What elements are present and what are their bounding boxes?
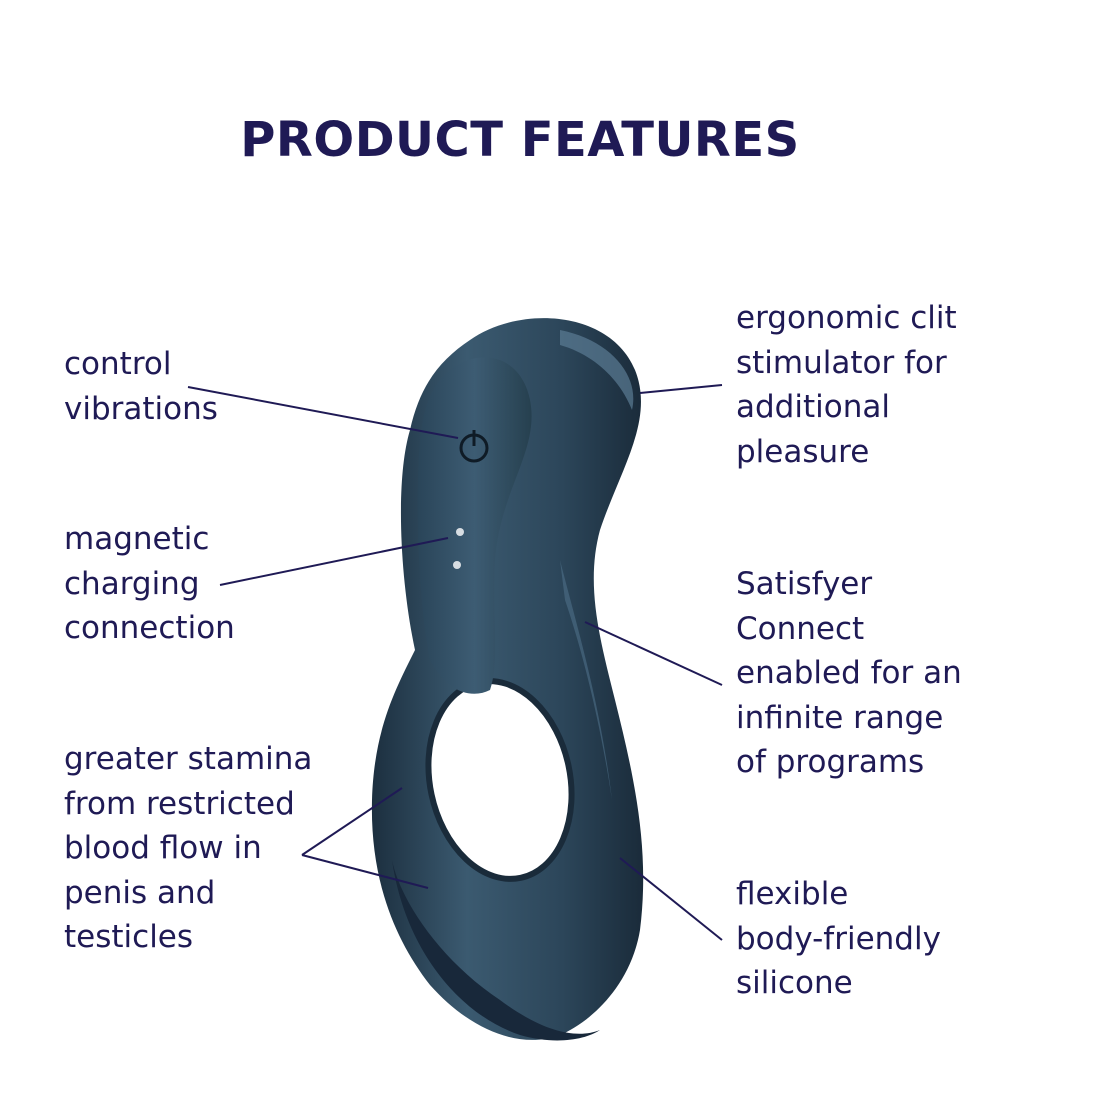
charging-pins-icon bbox=[453, 528, 464, 569]
feature-line: pleasure bbox=[736, 433, 870, 470]
leader-line-connect bbox=[584, 621, 723, 686]
feature-line: greater stamina bbox=[64, 741, 313, 777]
feature-line: charging bbox=[64, 565, 200, 602]
control-panel bbox=[417, 357, 532, 694]
feature-line: Connect bbox=[736, 610, 865, 647]
feature-magnetic-charging: magnetic charging connection bbox=[64, 517, 235, 651]
feature-line: vibrations bbox=[64, 390, 218, 427]
leader-line-control bbox=[187, 386, 459, 439]
feature-line: flexible bbox=[736, 876, 849, 912]
leader-line-stamina-lower bbox=[301, 854, 429, 889]
feature-line: testicles bbox=[64, 919, 194, 955]
leader-line-stamina-upper bbox=[301, 787, 403, 856]
feature-satisfyer-connect: Satisfyer Connect enabled for an infinit… bbox=[736, 562, 962, 785]
feature-line: stimulator for bbox=[736, 344, 947, 381]
stimulator-highlight bbox=[560, 330, 634, 410]
device-back-ring bbox=[392, 860, 600, 1041]
leader-line-clit bbox=[639, 384, 723, 394]
feature-line: connection bbox=[64, 610, 235, 646]
feature-line: control bbox=[64, 346, 172, 382]
leader-lines bbox=[187, 384, 723, 941]
feature-line: additional bbox=[736, 389, 890, 425]
leader-line-magnetic bbox=[219, 537, 449, 586]
feature-line: infinite range bbox=[736, 699, 944, 736]
feature-greater-stamina: greater stamina from restricted blood fl… bbox=[64, 737, 312, 960]
feature-line: of programs bbox=[736, 744, 925, 780]
feature-line: ergonomic clit bbox=[736, 300, 957, 336]
feature-line: magnetic bbox=[64, 521, 210, 557]
feature-ergonomic-stimulator: ergonomic clit stimulator for additional… bbox=[736, 296, 957, 474]
feature-flexible-silicone: flexible body-friendly silicone bbox=[736, 872, 941, 1006]
body-highlight bbox=[560, 560, 612, 800]
feature-line: enabled for an bbox=[736, 655, 962, 691]
page-title: PRODUCT FEATURES bbox=[240, 112, 800, 168]
feature-control-vibrations: control vibrations bbox=[64, 342, 218, 431]
feature-line: body-friendly bbox=[736, 920, 941, 957]
leader-line-silicone bbox=[619, 857, 723, 941]
ring-opening bbox=[428, 681, 572, 879]
feature-line: penis and bbox=[64, 874, 216, 911]
feature-line: from restricted bbox=[64, 785, 295, 822]
power-icon bbox=[459, 430, 489, 463]
feature-line: silicone bbox=[736, 965, 853, 1001]
feature-line: Satisfyer bbox=[736, 566, 873, 602]
feature-line: blood flow in bbox=[64, 830, 262, 866]
